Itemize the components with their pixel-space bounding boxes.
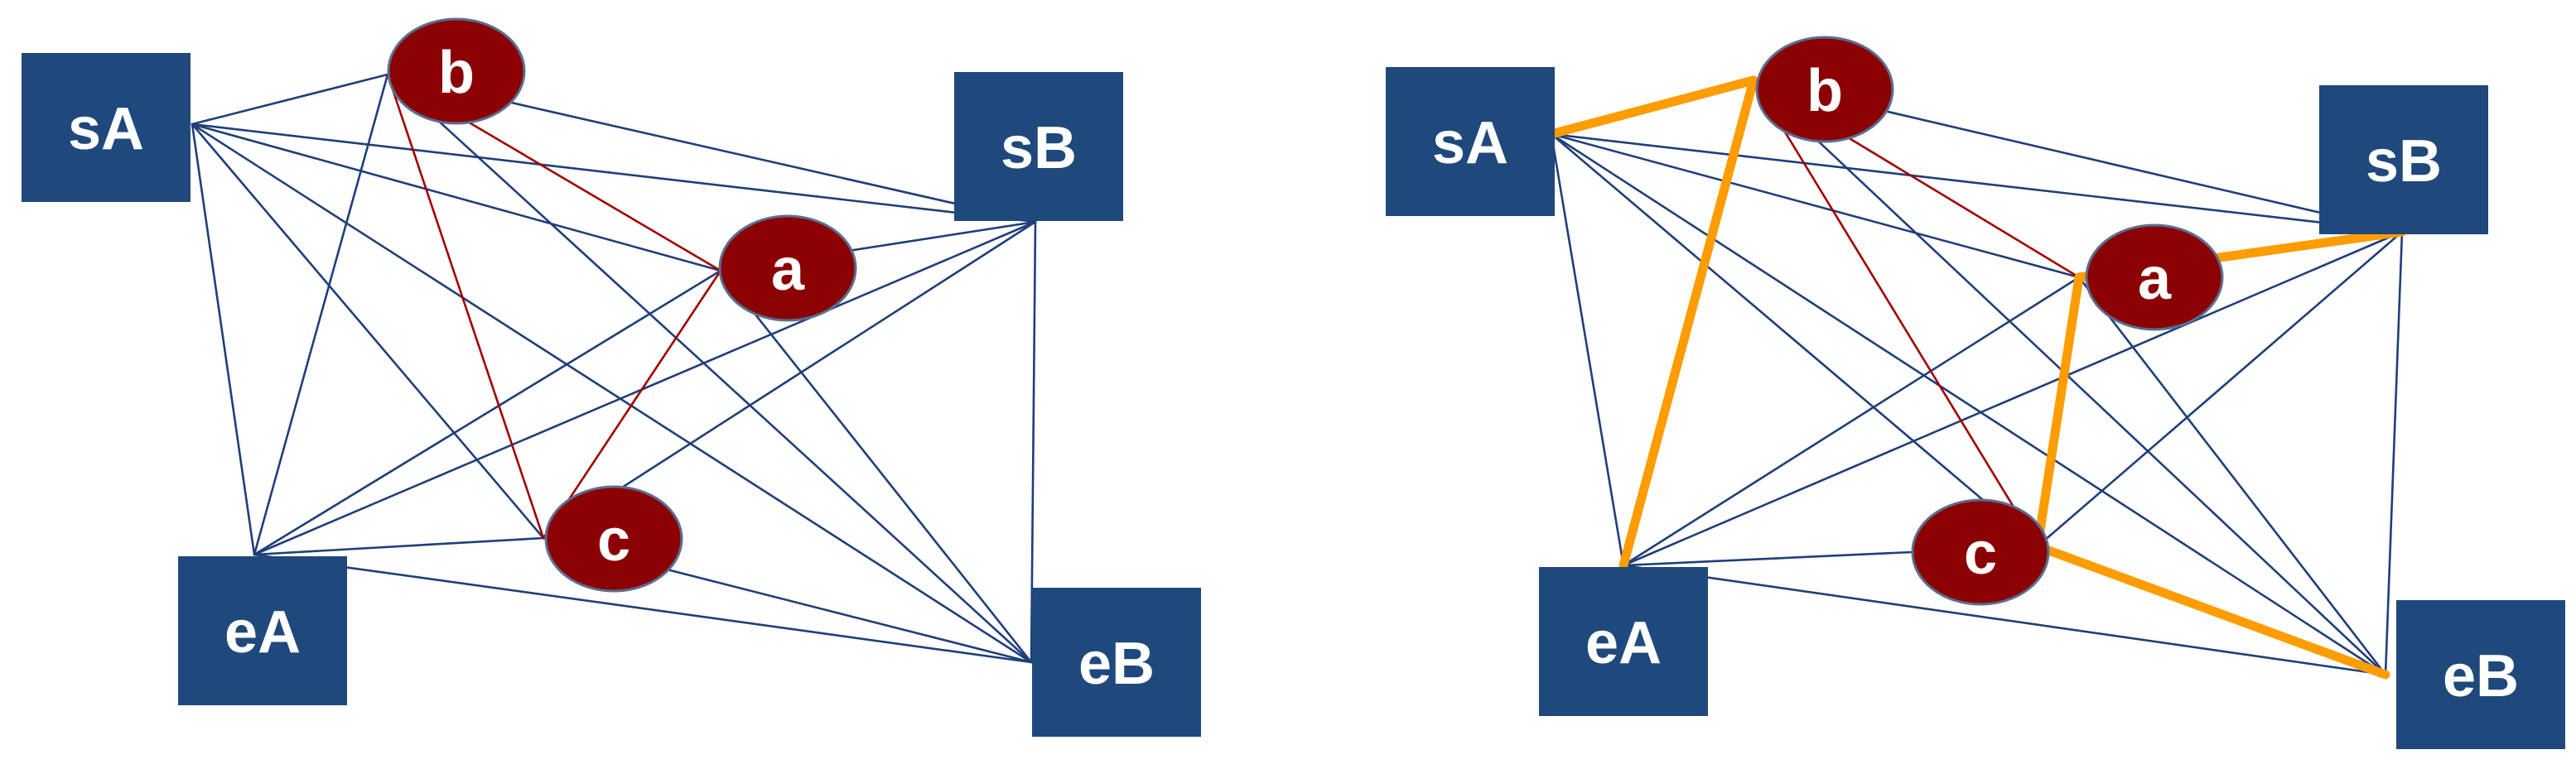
node-eA-label: eA — [1585, 610, 1662, 676]
node-a-circle — [2085, 223, 2224, 331]
edge-sB-eA — [1622, 230, 2404, 567]
node-c-label: c — [1964, 521, 1997, 587]
node-sB: sB — [954, 72, 1123, 221]
node-eA-box — [1539, 567, 1708, 716]
node-sA-box — [1386, 67, 1555, 216]
node-a-label: a — [771, 237, 805, 303]
edge-sA-c — [1550, 132, 2039, 548]
graph-left: sA b sB a c eA eB — [22, 17, 1201, 737]
edge-b-eB — [386, 73, 1033, 664]
node-eB: eB — [1032, 588, 1201, 737]
edge-a-c — [542, 269, 722, 540]
edge-eA-eB — [1622, 564, 2387, 676]
node-a: a — [2085, 223, 2224, 331]
edge-sA-eB — [191, 123, 1033, 664]
edge-sB-eB — [1030, 220, 1037, 664]
graph-left-edges — [191, 73, 1037, 664]
node-eB-label: eB — [2443, 643, 2519, 709]
node-a-circle — [718, 214, 857, 322]
node-b-circle — [387, 17, 526, 125]
node-eB-box — [1032, 588, 1201, 737]
edge-a-eA — [1622, 276, 2081, 567]
edge-sA-c — [191, 123, 545, 540]
edge-b-c — [386, 73, 545, 540]
node-c-circle — [544, 485, 683, 593]
node-sB-label: sB — [2366, 128, 2442, 195]
edge-sA-a — [191, 123, 722, 272]
node-c: c — [1911, 498, 2050, 606]
node-eA: eA — [178, 556, 347, 705]
edge-sB-eB — [2384, 230, 2404, 676]
graph-left-nodes: sA b sB a c eA eB — [22, 17, 1201, 737]
node-sB-box — [954, 72, 1123, 221]
node-b: b — [1755, 36, 1894, 143]
node-eB-label: eB — [1078, 631, 1155, 697]
node-sA-box — [22, 53, 191, 202]
edge-sA-sB — [1550, 132, 2404, 233]
edge-b-eA-highlighted — [1618, 75, 1758, 570]
edge-sA-eA — [1550, 132, 1625, 567]
node-sB: sB — [2319, 85, 2488, 234]
node-sA-label: sA — [1432, 110, 1508, 176]
edge-sA-eA — [191, 123, 256, 556]
edge-sB-c — [542, 220, 1037, 540]
edge-sB-eA — [253, 220, 1037, 556]
node-b: b — [387, 17, 526, 125]
edge-b-c — [1752, 79, 2039, 548]
edge-a-eB — [2077, 276, 2387, 676]
edge-sA-sB — [191, 123, 1037, 223]
node-sA-label: sA — [68, 96, 144, 162]
node-eA-box — [178, 556, 347, 705]
edge-sA-b-highlighted — [1546, 75, 1758, 139]
node-eB-box — [2396, 600, 2565, 749]
node-a-label: a — [2138, 246, 2172, 312]
node-b-circle — [1755, 36, 1894, 143]
node-sB-box — [2319, 85, 2488, 234]
graph-right-nodes: sA b sB a c eA eB — [1386, 36, 2565, 749]
edge-c-eA — [253, 536, 545, 556]
node-c-circle — [1911, 498, 2050, 606]
edge-a-eA — [253, 269, 722, 556]
edge-eA-eB — [253, 553, 1033, 664]
edge-a-c-highlighted — [2033, 272, 2084, 551]
node-sA: sA — [1386, 67, 1555, 216]
edge-sA-eB — [1550, 132, 2387, 676]
node-c: c — [544, 485, 683, 593]
node-a: a — [718, 214, 857, 322]
edge-sA-b — [191, 73, 389, 126]
graph-right: sA b sB a c eA eB — [1386, 36, 2565, 749]
edge-c-eB-highlighted — [2033, 541, 2390, 680]
node-b-label: b — [1807, 58, 1843, 124]
node-eA-label: eA — [224, 599, 301, 666]
edge-sB-c — [2036, 230, 2404, 548]
edge-b-eB — [1752, 79, 2387, 676]
node-eA: eA — [1539, 567, 1708, 716]
node-c-label: c — [597, 507, 630, 574]
edge-sA-a — [1550, 132, 2081, 279]
node-sA: sA — [22, 53, 191, 202]
edge-b-eA — [253, 73, 389, 556]
node-eB: eB — [2396, 600, 2565, 749]
node-b-label: b — [438, 40, 475, 106]
edge-a-eB — [719, 269, 1033, 664]
node-sB-label: sB — [1001, 115, 1077, 181]
